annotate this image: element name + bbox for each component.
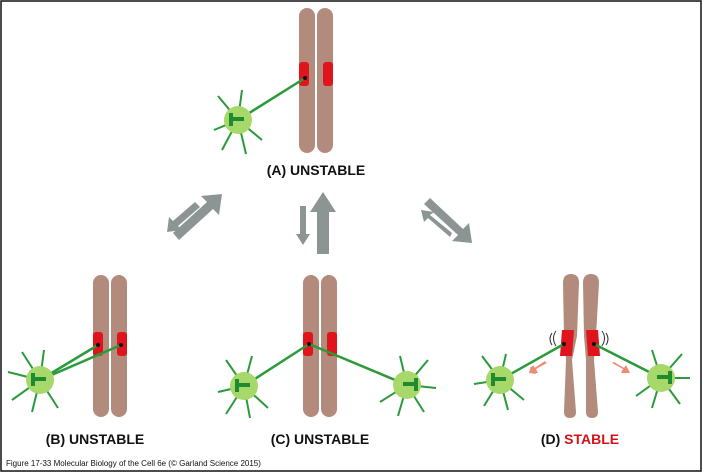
panel-a-label: (A) UNSTABLE xyxy=(267,162,366,178)
spindle-pole-icon xyxy=(635,349,690,409)
tension-mark xyxy=(549,330,609,347)
attachment-dot xyxy=(303,76,307,80)
attachment-dot xyxy=(96,343,100,347)
attachment-dot xyxy=(119,343,123,347)
attachment-dot xyxy=(592,342,596,346)
panel-c xyxy=(217,275,437,419)
tension-arrow-icon xyxy=(529,361,630,374)
microtubule xyxy=(39,343,122,382)
kinetochore-icon xyxy=(560,330,600,356)
panel-d-label: (D) STABLE xyxy=(541,431,619,447)
figure-caption: Figure 17-33 Molecular Biology of the Ce… xyxy=(6,459,261,468)
spindle-pole-icon xyxy=(213,89,263,155)
spindle-pole-icon xyxy=(473,353,525,411)
attachment-dot xyxy=(562,342,566,346)
panel-c-label: (C) UNSTABLE xyxy=(271,431,370,447)
panel-d-label-stable: STABLE xyxy=(564,431,619,447)
spindle-pole-icon xyxy=(379,355,437,417)
spindle-pole-icon xyxy=(7,349,59,413)
equilibrium-arrow-icon xyxy=(167,192,472,254)
panel-a xyxy=(213,8,333,155)
microtubule xyxy=(308,342,408,387)
panel-b-label: (B) UNSTABLE xyxy=(46,431,145,447)
attachment-dot xyxy=(307,342,311,346)
panel-d-label-prefix: (D) xyxy=(541,431,564,447)
panel-d xyxy=(473,274,690,418)
spindle-pole-icon xyxy=(217,355,269,419)
panel-b xyxy=(7,275,127,417)
